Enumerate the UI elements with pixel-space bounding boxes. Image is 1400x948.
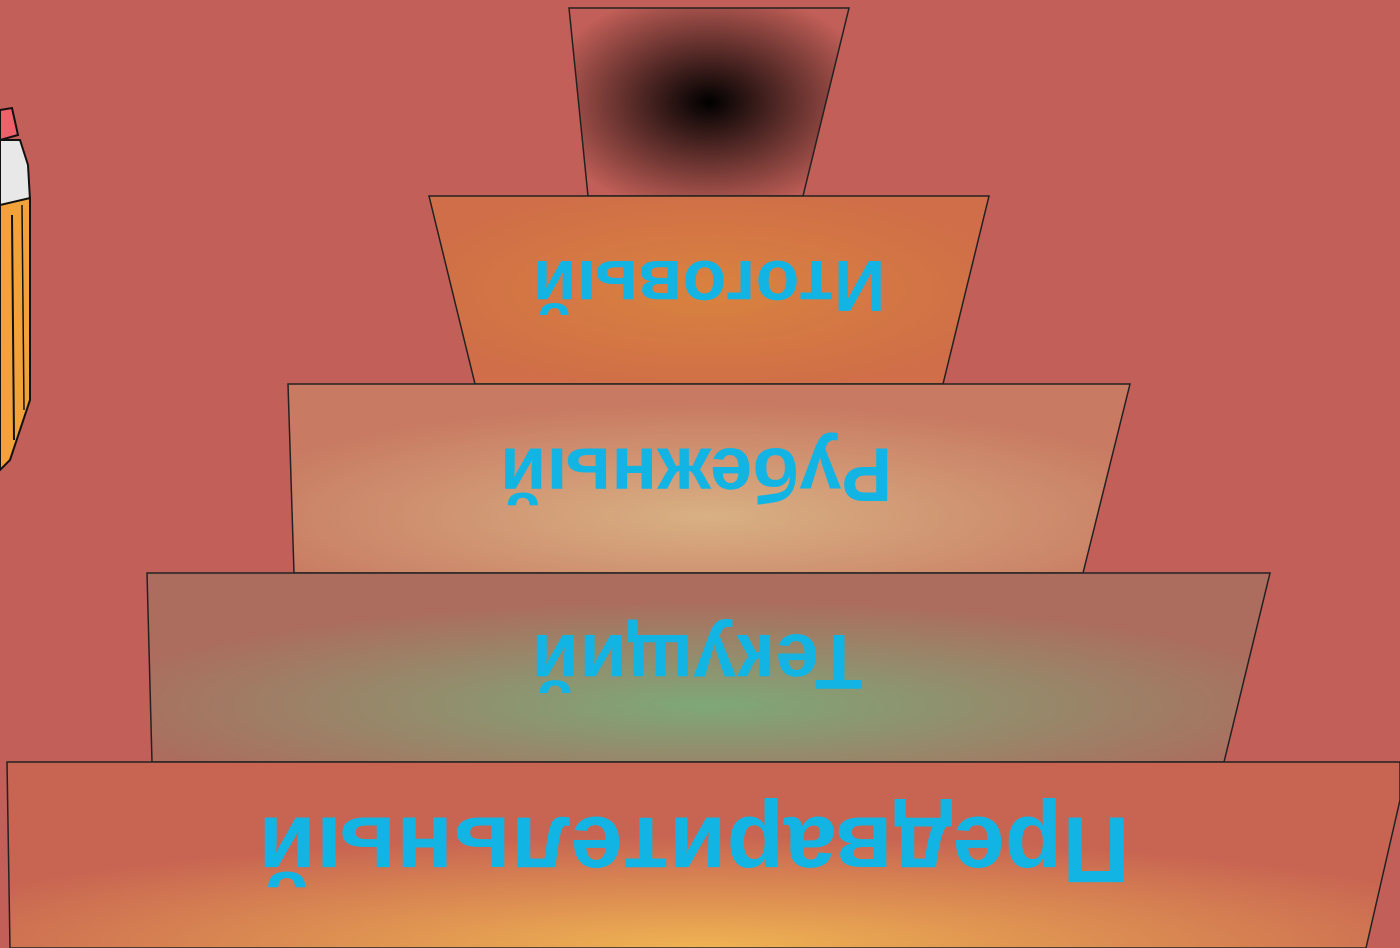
tier-label-milestone: Рубежный	[500, 432, 893, 517]
tier-label-preliminary: Предварительный	[258, 798, 1130, 903]
pyramid-top-block	[569, 8, 849, 196]
tier-label-final: Итоговый	[532, 245, 885, 325]
pencil-icon	[0, 0, 40, 480]
tier-label-current: Текущий	[531, 618, 862, 706]
